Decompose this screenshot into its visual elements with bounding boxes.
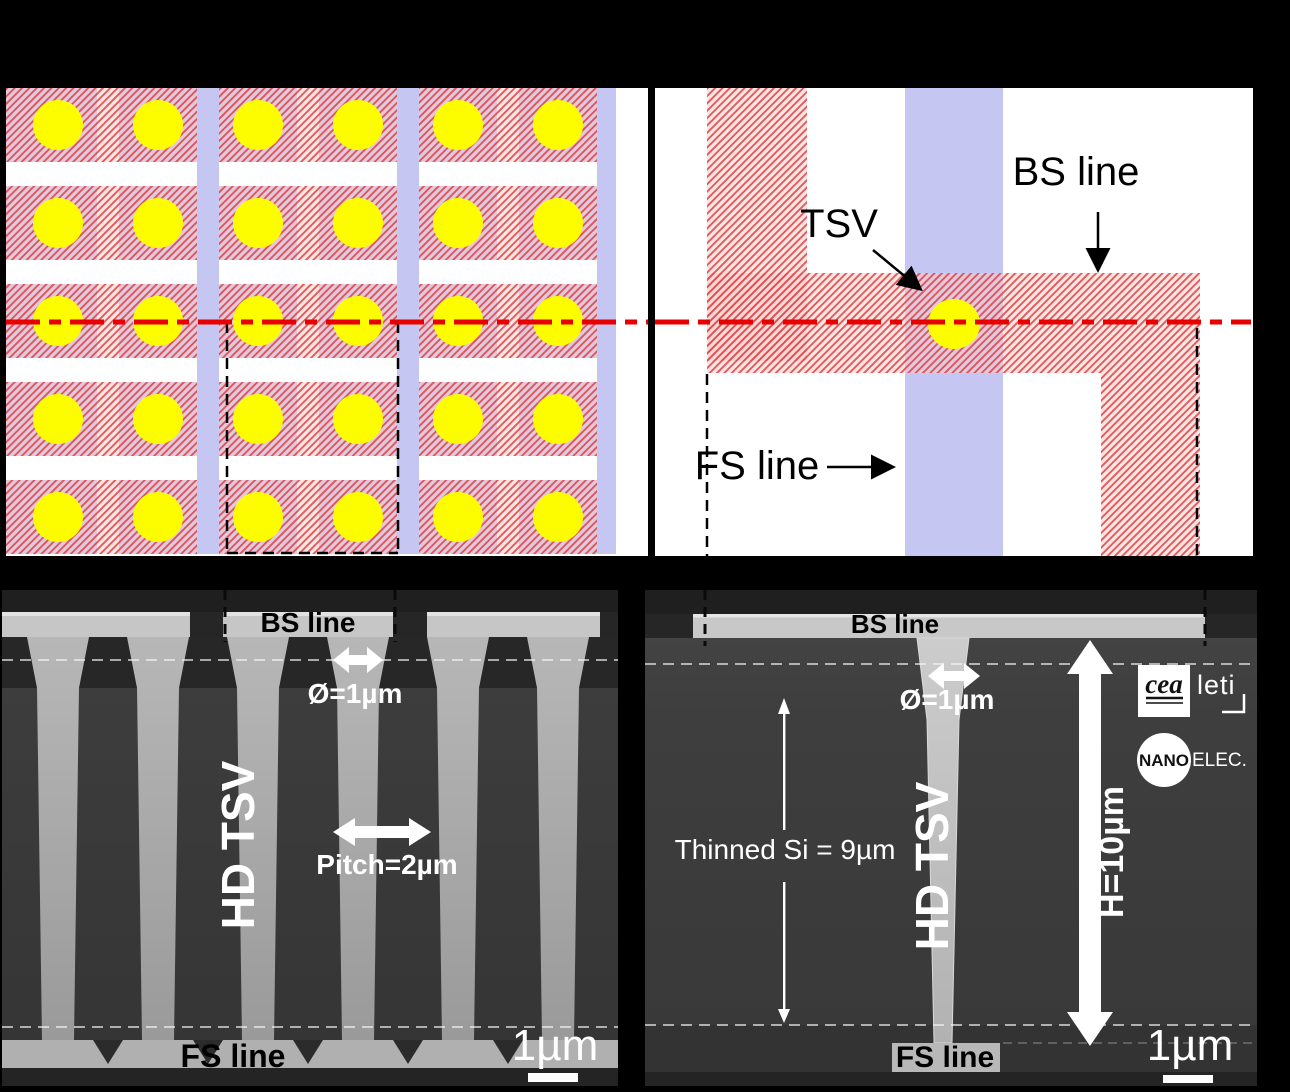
- tsv-circle: [33, 100, 83, 150]
- interface-dashed-lines: [645, 663, 1257, 1044]
- tsv-circle: [233, 296, 283, 346]
- via-head-band: [2, 637, 618, 688]
- tsv-circle: [133, 198, 183, 248]
- tsv-circle: [533, 296, 583, 346]
- tsv-circle: [533, 492, 583, 542]
- scale-label: 1µm: [512, 1021, 598, 1070]
- height-arrow: [1067, 640, 1113, 1046]
- tsv-pillar: [527, 637, 589, 1040]
- tsv-label: TSV: [800, 202, 878, 246]
- pitch-label: Pitch=2µm: [316, 849, 457, 880]
- tsv-circle: [333, 492, 383, 542]
- cea-logo-text: cea: [1145, 669, 1182, 699]
- diameter-label: Ø=1µm: [900, 684, 995, 715]
- bs-line-label: BS line: [1013, 150, 1140, 194]
- bs-line-label: BS line: [261, 607, 356, 638]
- fs-line-pad: [892, 1043, 1000, 1072]
- tsv-circle: [533, 100, 583, 150]
- tsv-circle: [33, 198, 83, 248]
- panel-sem-single: BS line Ø=1µm HD TSV Thinned Si = 9µm H=…: [645, 590, 1257, 1092]
- interface-dashed-lines: [2, 659, 618, 1028]
- tsv-circle: [33, 492, 83, 542]
- pitch-arrow: [333, 818, 431, 846]
- scale-label: 1µm: [1147, 1021, 1233, 1070]
- fs-strip-notch: [293, 1040, 323, 1064]
- tsv-circle: [133, 394, 183, 444]
- sem-bottom-band: [2, 1068, 618, 1086]
- nanoelec-logo: NANO ELEC.: [1137, 733, 1247, 787]
- fs-line-label: FS line: [695, 444, 820, 488]
- hd-tsv-label: HD TSV: [906, 781, 958, 950]
- sem-bottom-edge: [645, 1086, 1257, 1092]
- panel-layout-cell: TSV BS line FS line: [655, 88, 1253, 556]
- panel-layout-matrix: [6, 88, 648, 556]
- thinned-si-label: Thinned Si = 9µm: [675, 834, 896, 865]
- leti-logo-text: leti: [1197, 670, 1236, 700]
- tsv-circle: [433, 198, 483, 248]
- tsv-circle: [233, 100, 283, 150]
- bs-line-strips: [2, 612, 600, 637]
- cut-cell-dashed-lines: [705, 328, 1199, 556]
- bs-line-strip: [693, 614, 1205, 638]
- fs-line-label: FS line: [181, 1038, 286, 1074]
- bs-line-label: BS line: [851, 609, 939, 639]
- tsv-arrow: [872, 249, 923, 292]
- height-label: H=10µm: [1093, 786, 1131, 918]
- cut-cell-dashed-lines: [703, 590, 1207, 646]
- tsv-circle: [133, 100, 183, 150]
- diameter-arrow: [928, 663, 980, 689]
- tsv-circles-layer: [33, 100, 583, 542]
- scale-bar: [528, 1073, 578, 1082]
- hd-tsv-label: HD TSV: [212, 760, 264, 929]
- tsv-circle: [133, 492, 183, 542]
- sem-bottom-edge: [2, 1086, 618, 1092]
- tsv-pillar: [27, 637, 89, 1040]
- tsv-circle: [233, 492, 283, 542]
- tsv-circle: [533, 198, 583, 248]
- fs-strip-notch: [93, 1040, 123, 1064]
- diameter-label: Ø=1µm: [308, 678, 403, 709]
- fs-strip-notches: [93, 1040, 523, 1064]
- cea-leti-logo: cea leti: [1138, 665, 1246, 717]
- tsv-pillar: [427, 637, 489, 1040]
- tsv-circle: [433, 100, 483, 150]
- tsv-circle: [33, 394, 83, 444]
- cut-cell-dashed-lines: [225, 322, 400, 555]
- elec-logo-text: ELEC.: [1192, 750, 1247, 771]
- tsv-circle: [433, 492, 483, 542]
- tsv-circle: [433, 394, 483, 444]
- fs-strip-notch: [393, 1040, 423, 1064]
- fs-strip-notch: [193, 1040, 223, 1064]
- tsv-circle: [233, 198, 283, 248]
- tsv-circle: [333, 198, 383, 248]
- cut-cell-dashed-lines: [223, 590, 397, 642]
- leti-corner-bracket: [1222, 694, 1246, 714]
- tsv-circle: [333, 394, 383, 444]
- tsv-circle: [533, 394, 583, 444]
- scale-bar: [1163, 1075, 1213, 1083]
- nano-logo-text: NANO: [1139, 751, 1189, 770]
- tsv-pillar: [127, 637, 189, 1040]
- thinned-si-arrow: [778, 698, 790, 1023]
- tsv-pillar: [227, 637, 289, 1040]
- tsv-circle: [333, 100, 383, 150]
- sem-bottom-band: [645, 1072, 1257, 1086]
- tsv-pillar: [327, 637, 389, 1040]
- sem-top-band: [645, 590, 1257, 614]
- tsv-circle: [233, 394, 283, 444]
- panel-sem-array: BS line Ø=1µm HD TSV Pitch=2µm FS line 1…: [2, 590, 618, 1092]
- diameter-arrow: [333, 647, 383, 673]
- fs-line-label: FS line: [896, 1041, 994, 1074]
- sem-top-band: [2, 590, 618, 612]
- fs-strip-notch: [493, 1040, 523, 1064]
- tsv-pillars-layer: [27, 637, 589, 1040]
